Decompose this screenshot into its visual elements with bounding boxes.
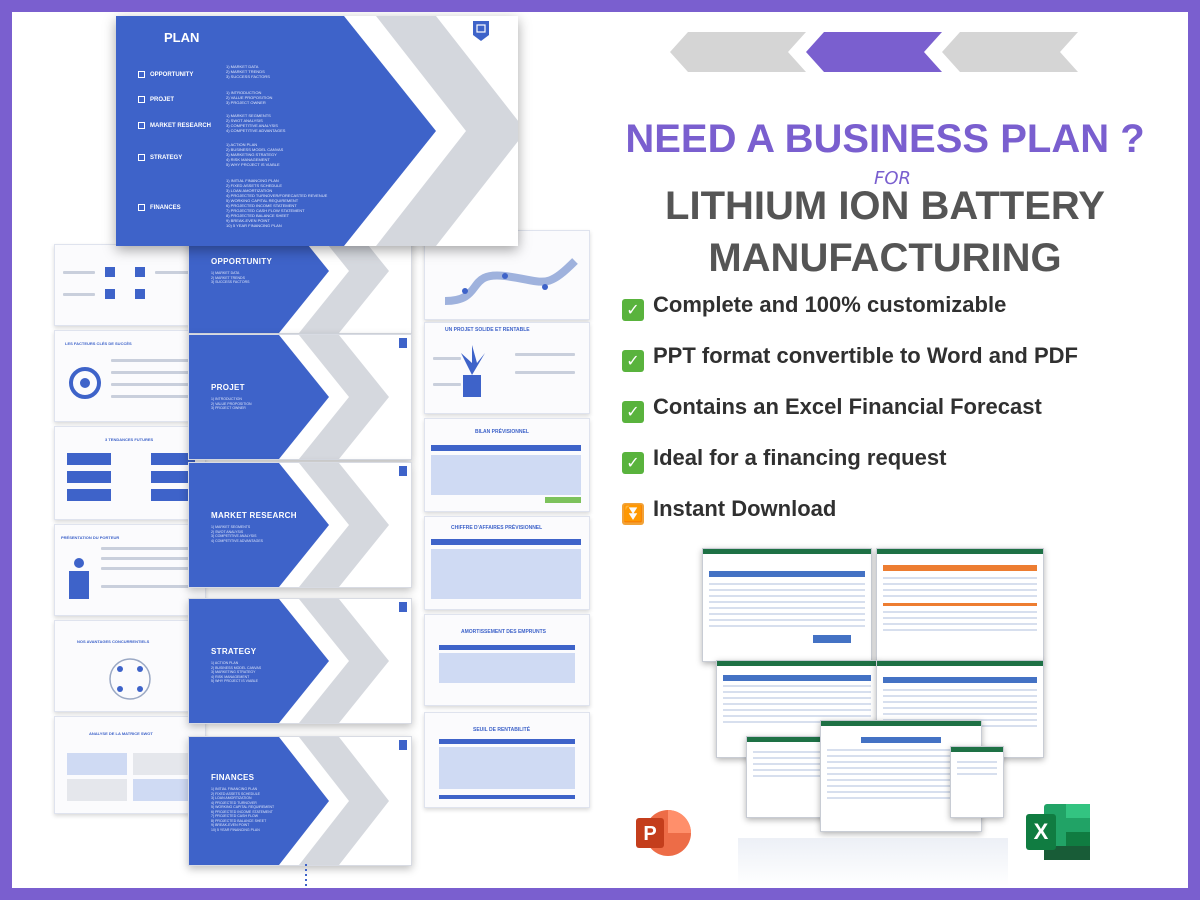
product-banner: UN PROJET SOLIDE ET RENTABLE BILAN PRÉVI… bbox=[12, 12, 1188, 888]
slide-title: PROJET bbox=[211, 383, 245, 392]
dotted-connector bbox=[305, 864, 307, 888]
thumb-title: CHIFFRE D'AFFAIRES PRÉVISIONNEL bbox=[451, 525, 543, 531]
thumb-title: NOS AVANTAGES CONCURRENTIELS bbox=[77, 639, 150, 644]
plan-slide-chevrons bbox=[116, 16, 518, 246]
thumb-title: PRÉSENTATION DU PORTEUR bbox=[61, 535, 120, 540]
double-down-arrow-icon: ⏬ bbox=[622, 503, 644, 525]
feature-item: ✓PPT format convertible to Word and PDF bbox=[622, 343, 1078, 372]
plan-section-projet: PROJET bbox=[138, 96, 174, 103]
thumb-projet-solide: UN PROJET SOLIDE ET RENTABLE bbox=[424, 322, 590, 414]
excel-screenshot bbox=[876, 548, 1044, 662]
advantages-diagram bbox=[109, 658, 151, 700]
feature-item: ✓Complete and 100% customizable bbox=[622, 292, 1006, 321]
headline-question: NEED A BUSINESS PLAN ? bbox=[625, 117, 1145, 161]
thumb-swot: ANALYSE DE LA MATRICE SWOT bbox=[54, 716, 206, 814]
excel-screenshot bbox=[702, 548, 872, 662]
thumb-icons-grid bbox=[54, 244, 206, 326]
roadmap-graphic bbox=[444, 258, 578, 305]
headline-subject: LITHIUM ION BATTERY MANUFACTURING bbox=[665, 184, 1105, 280]
thumb-title: UN PROJET SOLIDE ET RENTABLE bbox=[445, 327, 530, 333]
slide-title: MARKET RESEARCH bbox=[211, 511, 297, 520]
feature-item: ✓Contains an Excel Financial Forecast bbox=[622, 394, 1042, 423]
check-mark-icon: ✓ bbox=[622, 299, 644, 321]
slide-collage: UN PROJET SOLIDE ET RENTABLE BILAN PRÉVI… bbox=[52, 12, 612, 888]
thumb-tendances: 3 TENDANCES FUTURES bbox=[54, 426, 206, 520]
thumb-title: 3 TENDANCES FUTURES bbox=[105, 437, 154, 442]
feature-item: ⏬Instant Download bbox=[622, 496, 837, 525]
plan-section-strategy: STRATEGY bbox=[138, 154, 182, 161]
thumb-bilan: BILAN PRÉVISIONNEL bbox=[424, 418, 590, 512]
plant-icon bbox=[461, 345, 485, 397]
thumb-amortissement: AMORTISSEMENT DES EMPRUNTS bbox=[424, 614, 590, 706]
thumb-title: BILAN PRÉVISIONNEL bbox=[475, 429, 529, 435]
plan-section-market-research: MARKET RESEARCH bbox=[138, 122, 211, 129]
thumb-seuil: SEUIL DE RENTABILITÉ bbox=[424, 712, 590, 808]
thumb-avantages: NOS AVANTAGES CONCURRENTIELS bbox=[54, 620, 206, 712]
plan-section-opportunity: OPPORTUNITY bbox=[138, 71, 193, 78]
thumb-chiffre-affaires: CHIFFRE D'AFFAIRES PRÉVISIONNEL bbox=[424, 516, 590, 610]
thumb-title: LES FACTEURS CLÉS DE SUCCÈS bbox=[65, 341, 132, 346]
thumb-title: ANALYSE DE LA MATRICE SWOT bbox=[89, 731, 153, 736]
target-icon bbox=[69, 367, 101, 399]
thumb-facteurs-cles: LES FACTEURS CLÉS DE SUCCÈS bbox=[54, 330, 206, 422]
reflection bbox=[738, 838, 1008, 886]
slide-title: OPPORTUNITY bbox=[211, 257, 273, 266]
slide-title: STRATEGY bbox=[211, 647, 257, 656]
speaker-podium-icon bbox=[69, 558, 89, 599]
thumb-title: AMORTISSEMENT DES EMPRUNTS bbox=[461, 629, 547, 635]
svg-text:X: X bbox=[1034, 819, 1049, 844]
powerpoint-icon: P bbox=[636, 810, 691, 856]
header-chevrons bbox=[670, 32, 1078, 72]
check-mark-icon: ✓ bbox=[622, 401, 644, 423]
shield-logo-icon bbox=[473, 21, 489, 41]
plan-title: PLAN bbox=[164, 30, 200, 45]
headline-for: FOR bbox=[874, 168, 912, 189]
slide-title: FINANCES bbox=[211, 773, 255, 782]
excel-screenshot bbox=[950, 746, 1004, 818]
thumb-title: SEUIL DE RENTABILITÉ bbox=[473, 727, 531, 733]
plan-section-finances: FINANCES bbox=[138, 204, 181, 211]
svg-text:P: P bbox=[643, 823, 656, 845]
feature-item: ✓Ideal for a financing request bbox=[622, 445, 946, 474]
check-mark-icon: ✓ bbox=[622, 350, 644, 372]
thumb-porteur: PRÉSENTATION DU PORTEUR bbox=[54, 524, 206, 616]
check-mark-icon: ✓ bbox=[622, 452, 644, 474]
excel-icon: X bbox=[1026, 804, 1090, 860]
